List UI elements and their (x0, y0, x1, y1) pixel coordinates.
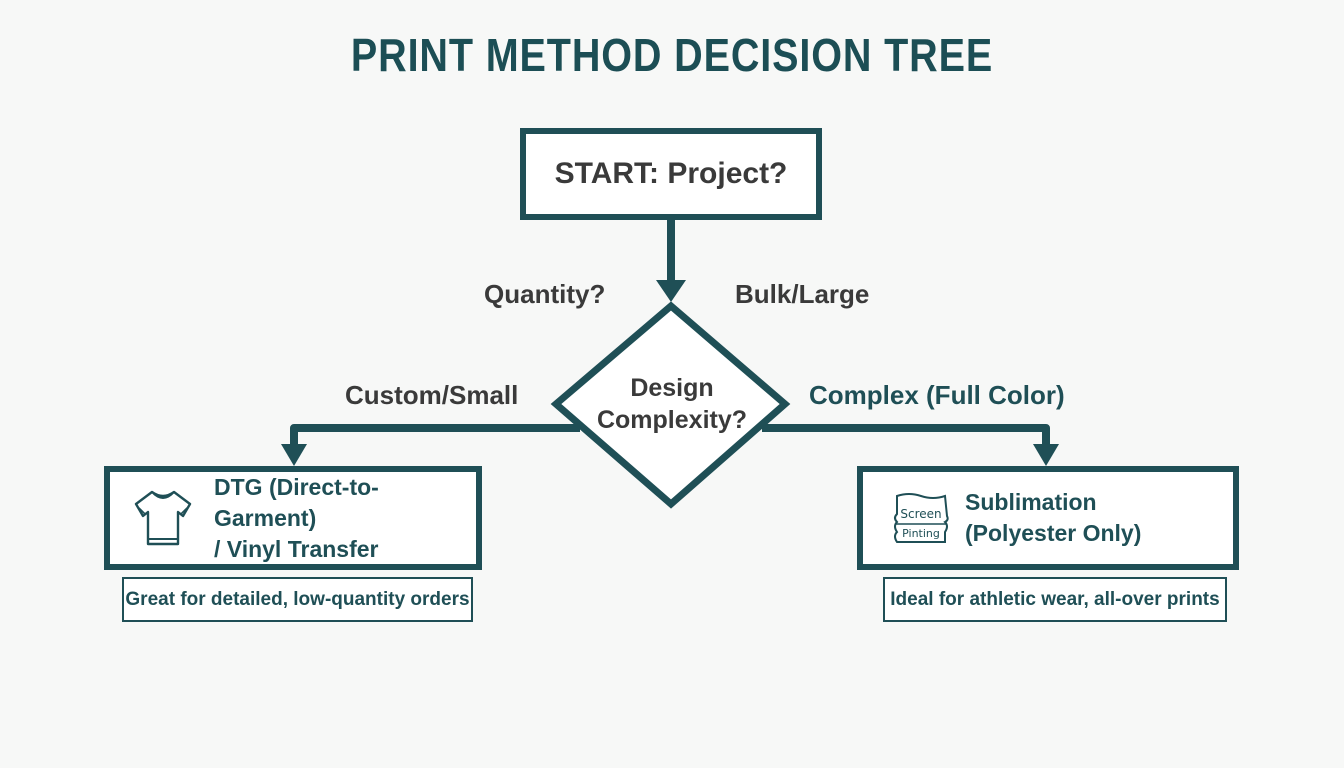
svg-text:Pinting: Pinting (902, 527, 940, 540)
connector-left-branch (290, 424, 580, 448)
edge-label-quantity: Quantity? (484, 279, 606, 309)
screen-printing-icon: Screen Pinting (894, 493, 949, 543)
start-node-label: START: Project? (554, 157, 788, 190)
page-title: PRINT METHOD DECISION TREE (350, 29, 994, 81)
edge-label-bulk: Bulk/Large (735, 279, 870, 309)
result-node-dtg: DTG (Direct-to-Garment) / Vinyl Transfer (104, 466, 482, 570)
note-sublimation: Ideal for athletic wear, all-over prints (883, 577, 1227, 622)
result-sublimation-line2: (Polyester Only) (965, 520, 1142, 546)
arrow-down-icon (281, 444, 307, 466)
t-shirt-icon (134, 490, 192, 546)
edge-label-custom-small: Custom/Small (345, 380, 519, 410)
result-sublimation-line1: Sublimation (965, 489, 1097, 515)
result-sublimation-label: Sublimation (Polyester Only) (965, 487, 1141, 549)
svg-text:Screen: Screen (900, 507, 941, 521)
start-node: START: Project? (520, 128, 822, 220)
decision-label-line2: Complexity? (596, 406, 748, 434)
edge-label-complex: Complex (Full Color) (809, 380, 1065, 410)
note-dtg: Great for detailed, low-quantity orders (122, 577, 473, 622)
decision-node-label: Design Complexity? (585, 372, 759, 436)
result-dtg-line1: DTG (Direct-to-Garment) (214, 473, 379, 531)
connector-right-branch (762, 424, 1050, 448)
arrow-down-icon (656, 280, 686, 302)
decision-diamond (550, 301, 791, 509)
decision-label-line1: Design (630, 374, 714, 402)
result-dtg-label: DTG (Direct-to-Garment) / Vinyl Transfer (214, 472, 476, 565)
result-dtg-line2: / Vinyl Transfer (214, 535, 379, 562)
result-node-sublimation: Screen Pinting Sublimation (Polyester On… (857, 466, 1239, 570)
arrow-down-icon (1033, 444, 1059, 466)
